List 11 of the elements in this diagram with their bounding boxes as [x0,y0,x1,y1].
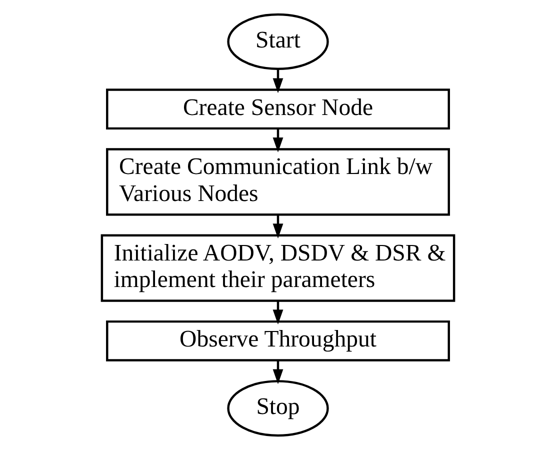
arrow [272,214,283,238]
arrow [272,360,283,384]
arrow [272,69,283,94]
arrow [272,128,283,152]
node-ellipse: Start [226,13,328,70]
node-ellipse: Stop [226,380,328,437]
node-box: Observe Throughput [106,320,450,362]
node-box: Create Communication Link b/w Various Nodes [106,148,450,216]
node-box: Initialize AODV, DSDV & DSR & implement their parameters [100,234,455,302]
arrow [272,300,283,325]
node-box: Create Sensor Node [106,88,450,130]
